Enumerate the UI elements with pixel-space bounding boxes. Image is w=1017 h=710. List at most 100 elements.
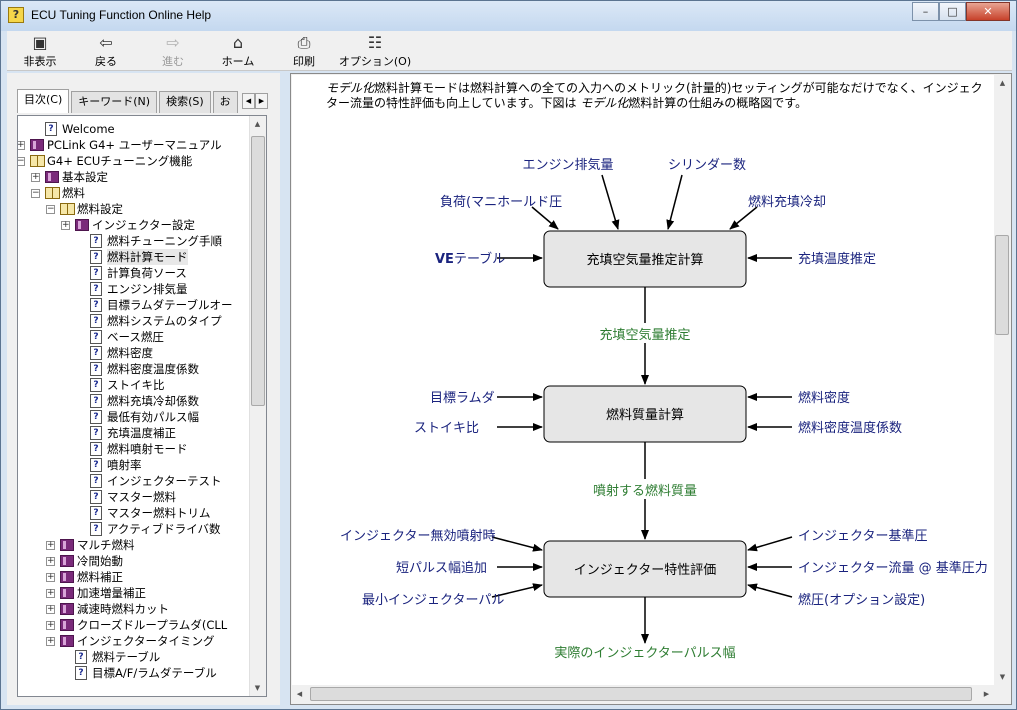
tree-item[interactable]: +インジェクタータイミング xyxy=(18,633,250,649)
tree-item[interactable]: ?燃料チューニング手順 xyxy=(18,233,250,249)
tree-item[interactable]: +減速時燃料カット xyxy=(18,601,250,617)
contents-tree: ?Welcome+PCLink G4+ ユーザーマニュアル−G4+ ECUチュー… xyxy=(17,115,267,697)
tree-item[interactable]: +燃料補正 xyxy=(18,569,250,585)
hide-button[interactable]: ▣ 非表示 xyxy=(7,33,73,69)
tree-item[interactable]: +クローズドループラムダ(CLL xyxy=(18,617,250,633)
expand-icon[interactable]: + xyxy=(61,220,70,230)
tree-item[interactable]: −燃料設定 xyxy=(18,201,250,217)
back-button[interactable]: ⇦ 戻る xyxy=(73,33,139,69)
tree-item[interactable]: ?燃料充填冷却係数 xyxy=(18,393,250,409)
tab-scroll-left-icon[interactable]: ◀ xyxy=(242,93,255,109)
tree-item[interactable]: ?マスター燃料トリム xyxy=(18,505,250,521)
scroll-down-icon[interactable]: ▼ xyxy=(254,684,261,692)
closed-book-icon xyxy=(60,635,74,647)
tree-item-label: 燃料計算モード xyxy=(107,249,188,265)
tree-item[interactable]: ?マスター燃料 xyxy=(18,489,250,505)
expand-icon[interactable]: + xyxy=(46,620,55,630)
help-page-icon: ? xyxy=(90,266,102,280)
home-button[interactable]: ⌂ ホーム xyxy=(205,33,271,69)
tree-item[interactable]: ?燃料システムのタイプ xyxy=(18,313,250,329)
close-button[interactable]: ✕ xyxy=(966,2,1010,21)
options-icon: ☷ xyxy=(367,33,383,52)
tree-scroll-thumb[interactable] xyxy=(251,136,265,406)
tree-item[interactable]: ?インジェクターテスト xyxy=(18,473,250,489)
expand-icon[interactable]: + xyxy=(46,572,55,582)
tree-item[interactable]: −G4+ ECUチューニング機能 xyxy=(18,153,250,169)
collapse-icon[interactable]: − xyxy=(31,188,40,198)
tab-favorites[interactable]: お xyxy=(212,91,238,113)
tree-item[interactable]: ?充填温度補正 xyxy=(18,425,250,441)
topic-vscroll-thumb[interactable] xyxy=(995,235,1009,335)
collapse-icon[interactable]: − xyxy=(17,156,25,166)
tree-item[interactable]: ?ベース燃圧 xyxy=(18,329,250,345)
tree-item-label: Welcome xyxy=(62,122,115,136)
tree-item-label: 燃料密度 xyxy=(107,346,153,360)
forward-label: 進む xyxy=(162,55,184,68)
topic-vertical-scrollbar[interactable]: ▲ ▼ xyxy=(994,75,1011,685)
tree-item[interactable]: ?燃料テーブル xyxy=(18,649,250,665)
tree-item[interactable]: +冷間始動 xyxy=(18,553,250,569)
tree-item[interactable]: ?噴射率 xyxy=(18,457,250,473)
minimize-button[interactable]: – xyxy=(912,2,939,21)
scroll-up-icon[interactable]: ▲ xyxy=(254,120,261,128)
tab-search[interactable]: 検索(S) xyxy=(159,91,211,113)
toolbar: ▣ 非表示 ⇦ 戻る ⇨ 進む ⌂ ホーム ⎙ 印刷 ☷ オプション(O) xyxy=(7,31,1012,71)
closed-book-icon xyxy=(60,539,74,551)
topic-horizontal-scrollbar[interactable]: ◀ ▶ xyxy=(292,685,994,703)
maximize-button[interactable]: □ xyxy=(939,2,966,21)
tree-item[interactable]: +マルチ燃料 xyxy=(18,537,250,553)
tree-scrollbar[interactable]: ▲ ▼ xyxy=(249,116,266,696)
topic-scroll-right-icon[interactable]: ▶ xyxy=(983,690,990,698)
box1-label: 充填空気量推定計算 xyxy=(586,252,703,268)
tree-item[interactable]: ?燃料計算モード xyxy=(18,249,250,265)
tree-item[interactable]: ?ストイキ比 xyxy=(18,377,250,393)
tree-item[interactable]: ?燃料密度温度係数 xyxy=(18,361,250,377)
expand-icon[interactable]: + xyxy=(46,540,55,550)
collapse-icon[interactable]: − xyxy=(46,204,55,214)
tab-scroll-right-icon[interactable]: ▶ xyxy=(255,93,268,109)
tree-item[interactable]: +基本設定 xyxy=(18,169,250,185)
tree-item-label: 目標ラムダテーブルオー xyxy=(107,298,233,312)
closed-book-icon xyxy=(60,555,74,567)
tree-item-label: 噴射率 xyxy=(107,458,142,472)
tree-item[interactable]: ?燃料噴射モード xyxy=(18,441,250,457)
navigation-pane: 目次(C) キーワード(N) 検索(S) お ◀ ▶ ?Welcome+PCLi… xyxy=(7,73,280,705)
tree-item-label: インジェクター設定 xyxy=(92,218,196,232)
tree-item-label: 計算負荷ソース xyxy=(107,266,187,280)
tree-item[interactable]: ?Welcome xyxy=(18,121,250,137)
expand-icon[interactable]: + xyxy=(46,556,55,566)
tab-keyword[interactable]: キーワード(N) xyxy=(71,91,158,113)
topic-scroll-up-icon[interactable]: ▲ xyxy=(999,79,1006,87)
label-inj-ref-press: インジェクター基準圧 xyxy=(798,528,927,544)
tree-item[interactable]: ? 計算負荷ソース xyxy=(18,265,250,281)
expand-icon[interactable]: + xyxy=(46,636,55,646)
tree-item[interactable]: ?アクティブドライバ数 xyxy=(18,521,250,537)
expand-icon[interactable]: + xyxy=(46,588,55,598)
label-fuel-press: 燃圧(オプション設定) xyxy=(798,592,925,608)
topic-scroll-down-icon[interactable]: ▼ xyxy=(999,673,1006,681)
expand-icon[interactable]: + xyxy=(46,604,55,614)
hide-label: 非表示 xyxy=(23,55,57,68)
tree-item[interactable]: ?燃料密度 xyxy=(18,345,250,361)
tree-item[interactable]: ?目標A/F/ラムダテーブル xyxy=(18,665,250,681)
expand-icon[interactable]: + xyxy=(31,172,40,182)
expand-icon[interactable]: + xyxy=(17,140,25,150)
tree-item[interactable]: ?目標ラムダテーブルオー xyxy=(18,297,250,313)
closed-book-icon xyxy=(45,171,59,183)
tree-item[interactable]: ?最低有効パルス幅 xyxy=(18,409,250,425)
tree-item[interactable]: ?エンジン排気量 xyxy=(18,281,250,297)
title-bar[interactable]: ? ECU Tuning Function Online Help – □ ✕ xyxy=(1,1,1016,31)
tree-item[interactable]: + インジェクター設定 xyxy=(18,217,250,233)
label-ve-bold: VE xyxy=(435,252,454,267)
forward-button[interactable]: ⇨ 進む xyxy=(140,33,206,69)
options-button[interactable]: ☷ オプション(O) xyxy=(337,33,413,69)
tree-item[interactable]: +加速増量補正 xyxy=(18,585,250,601)
tree-item[interactable]: −燃料 xyxy=(18,185,250,201)
closed-book-icon xyxy=(60,571,74,583)
print-button[interactable]: ⎙ 印刷 xyxy=(271,33,337,69)
topic-scroll-left-icon[interactable]: ◀ xyxy=(296,690,303,698)
tab-contents[interactable]: 目次(C) xyxy=(17,89,70,113)
tree-item[interactable]: +PCLink G4+ ユーザーマニュアル xyxy=(18,137,250,153)
help-page-icon: ? xyxy=(90,426,102,440)
topic-hscroll-thumb[interactable] xyxy=(310,687,972,701)
